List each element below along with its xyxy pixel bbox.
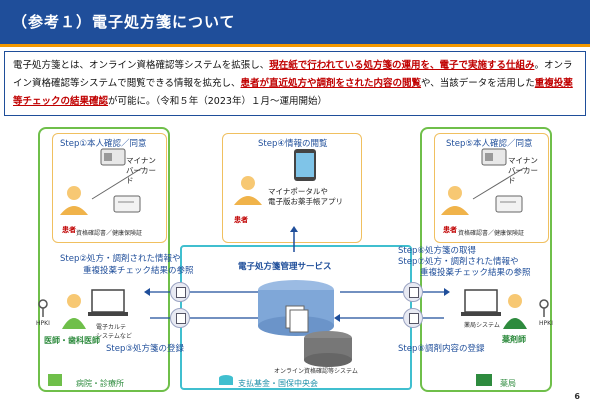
slide-title: （参考１）電子処方箋について xyxy=(12,13,236,31)
patient-label: 患者 xyxy=(62,226,76,234)
doctor-icon xyxy=(62,294,86,329)
step3-label: Step③処方箋の登録 xyxy=(106,344,184,354)
hpki-label: HPKI xyxy=(36,320,50,327)
hpki-key-icon xyxy=(38,299,48,317)
step7-label: Step⑦処方・調剤された情報や xyxy=(398,257,519,267)
pharmacist-icon xyxy=(503,294,527,329)
document-circle-icon xyxy=(403,308,423,328)
step1-label: Step①本人確認／同意 xyxy=(60,139,147,149)
laptop-icon xyxy=(461,289,501,316)
patient-label: 患者 xyxy=(234,216,248,224)
step2-sub-label: 重複投薬チェック結果の参照 xyxy=(83,266,194,276)
summary-highlight: 現在紙で行われている処方箋の運用を、電子で実施する仕組み xyxy=(269,60,535,71)
fund-coin-icon xyxy=(219,375,233,385)
mynumber-label: マイナンバーカード xyxy=(508,156,538,185)
hospital-building-icon xyxy=(48,374,62,386)
step6-label: Step⑥処方箋の取得 xyxy=(398,246,476,256)
document-circle-icon xyxy=(403,282,423,302)
page-number: 6 xyxy=(574,392,580,401)
step5-label: Step⑤本人確認／同意 xyxy=(446,139,533,149)
mynumber-label: マイナンバーカード xyxy=(126,156,156,185)
step7-sub-label: 重複投薬チェック結果の参照 xyxy=(420,268,531,278)
mynumber-card-icon xyxy=(100,148,126,166)
document-circle-icon xyxy=(170,308,190,328)
facility-label: 病院・診療所 xyxy=(76,379,124,388)
pharmacy-system-label: 薬局システム xyxy=(464,322,500,329)
pharmacy-panel xyxy=(420,127,552,392)
insurance-label: 資格確認書／健康保険証 xyxy=(458,230,525,237)
step4-label: Step④情報の閲覧 xyxy=(258,139,328,149)
emr-label: 電子カルテ システムなど xyxy=(96,324,132,340)
summary-part: 電子処方箋とは、オンライン資格確認等システムを拡張し、 xyxy=(13,60,270,71)
insurance-card-icon xyxy=(495,195,523,213)
slide-header: （参考１）電子処方箋について xyxy=(0,0,590,44)
pharmacist-label: 薬剤師 xyxy=(502,335,526,344)
server-icon xyxy=(304,331,352,367)
doctor-label: 医師・歯科医師 xyxy=(44,336,100,345)
hospital-panel xyxy=(38,127,170,392)
step2-label: Step②処方・調剤された情報や xyxy=(60,254,181,264)
hpki-key-icon xyxy=(539,299,549,317)
patient-icon xyxy=(234,176,262,205)
oqs-label: オンライン資格確認等システム xyxy=(274,368,358,375)
fund-label: 支払基金・国保中央会 xyxy=(238,379,318,388)
patient-icon xyxy=(60,186,88,215)
header-rule xyxy=(0,44,590,47)
patient-label: 患者 xyxy=(443,226,457,234)
laptop-icon xyxy=(88,289,128,316)
insurance-card-icon xyxy=(113,195,141,213)
facility-label: 薬局 xyxy=(500,379,516,388)
smartphone-icon xyxy=(294,149,316,181)
summary-part: が可能に。（令和５年（2023年）１月～運用開始） xyxy=(108,96,327,107)
portal-label: マイナポータルや 電子版お薬手帳アプリ xyxy=(268,187,343,206)
service-title: 電子処方箋管理サービス xyxy=(238,262,332,272)
patient-icon xyxy=(441,186,469,215)
summary-highlight: 重複投薬等チェックの結果確認 xyxy=(13,78,573,107)
summary-part: や、当該データを活用した xyxy=(421,78,535,89)
pharmacy-building-icon xyxy=(476,374,492,386)
mynumber-card-icon xyxy=(481,148,507,166)
documents-icon xyxy=(285,305,309,333)
summary-text: 電子処方箋とは、オンライン資格確認等システムを拡張し、現在紙で行われている処方箋… xyxy=(13,57,581,111)
document-circle-icon xyxy=(170,282,190,302)
summary-box: 電子処方箋とは、オンライン資格確認等システムを拡張し、現在紙で行われている処方箋… xyxy=(4,51,586,116)
hpki-label: HPKI xyxy=(539,320,553,327)
insurance-label: 資格確認書／健康保険証 xyxy=(76,230,143,237)
summary-highlight: 患者が直近処方や調剤をされた内容の閲覧 xyxy=(240,78,422,89)
step8-label: Step⑧調剤内容の登録 xyxy=(398,344,485,354)
summary-part: 。オンライン資格確認等システムで閲覧できる情報を拡充し、 xyxy=(13,60,573,89)
